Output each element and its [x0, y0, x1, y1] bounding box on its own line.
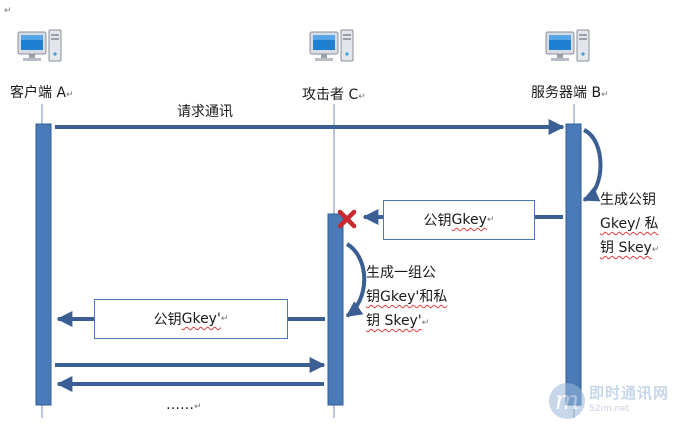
- watermark-logo-icon: m: [548, 383, 585, 419]
- server-generate-note: 生成公钥 Gkey/ 私 钥 Skey↵: [600, 188, 659, 262]
- paragraph-mark: ↵: [4, 6, 12, 16]
- attacker-self-loop-arrow: [345, 242, 367, 318]
- attacker-activation-bar: [327, 213, 344, 406]
- watermark-url: 52im.net: [588, 404, 630, 414]
- client-activation-bar: [35, 123, 52, 406]
- server-note-line2: Gkey/ 私: [600, 216, 659, 232]
- server-computer-icon: [545, 29, 590, 62]
- request-label: 请求通讯: [177, 104, 233, 120]
- watermark: m 即时通讯网 52im.net: [548, 383, 669, 419]
- attacker-note-line2: 钥Gkey'和私: [366, 289, 448, 305]
- attacker-note-line3: 钥 Skey'↵: [366, 313, 430, 329]
- server-note-line3: 钥 Skey↵: [600, 240, 660, 256]
- server-pubkey-box: 公钥 Gkey↵: [383, 200, 535, 240]
- server-activation-bar: [565, 123, 582, 406]
- cross-icon: [337, 209, 357, 229]
- fake-pubkey-box: 公钥 Gkey'↵: [94, 299, 288, 339]
- attacker-note-line1: 生成一组公: [366, 265, 436, 281]
- client-computer-icon: [17, 29, 62, 62]
- watermark-text: 即时通讯网: [588, 384, 669, 402]
- server-self-loop-arrow: [582, 128, 603, 202]
- client-label: 客户端 A↵: [10, 85, 74, 101]
- attacker-computer-icon: [309, 29, 354, 62]
- server-note-line1: 生成公钥: [600, 192, 656, 208]
- ellipsis-label: ……↵: [166, 397, 202, 413]
- attacker-generate-note: 生成一组公 钥Gkey'和私 钥 Skey'↵: [366, 261, 447, 335]
- server-label: 服务器端 B↵: [531, 85, 609, 101]
- attacker-label: 攻击者 C↵: [302, 87, 366, 103]
